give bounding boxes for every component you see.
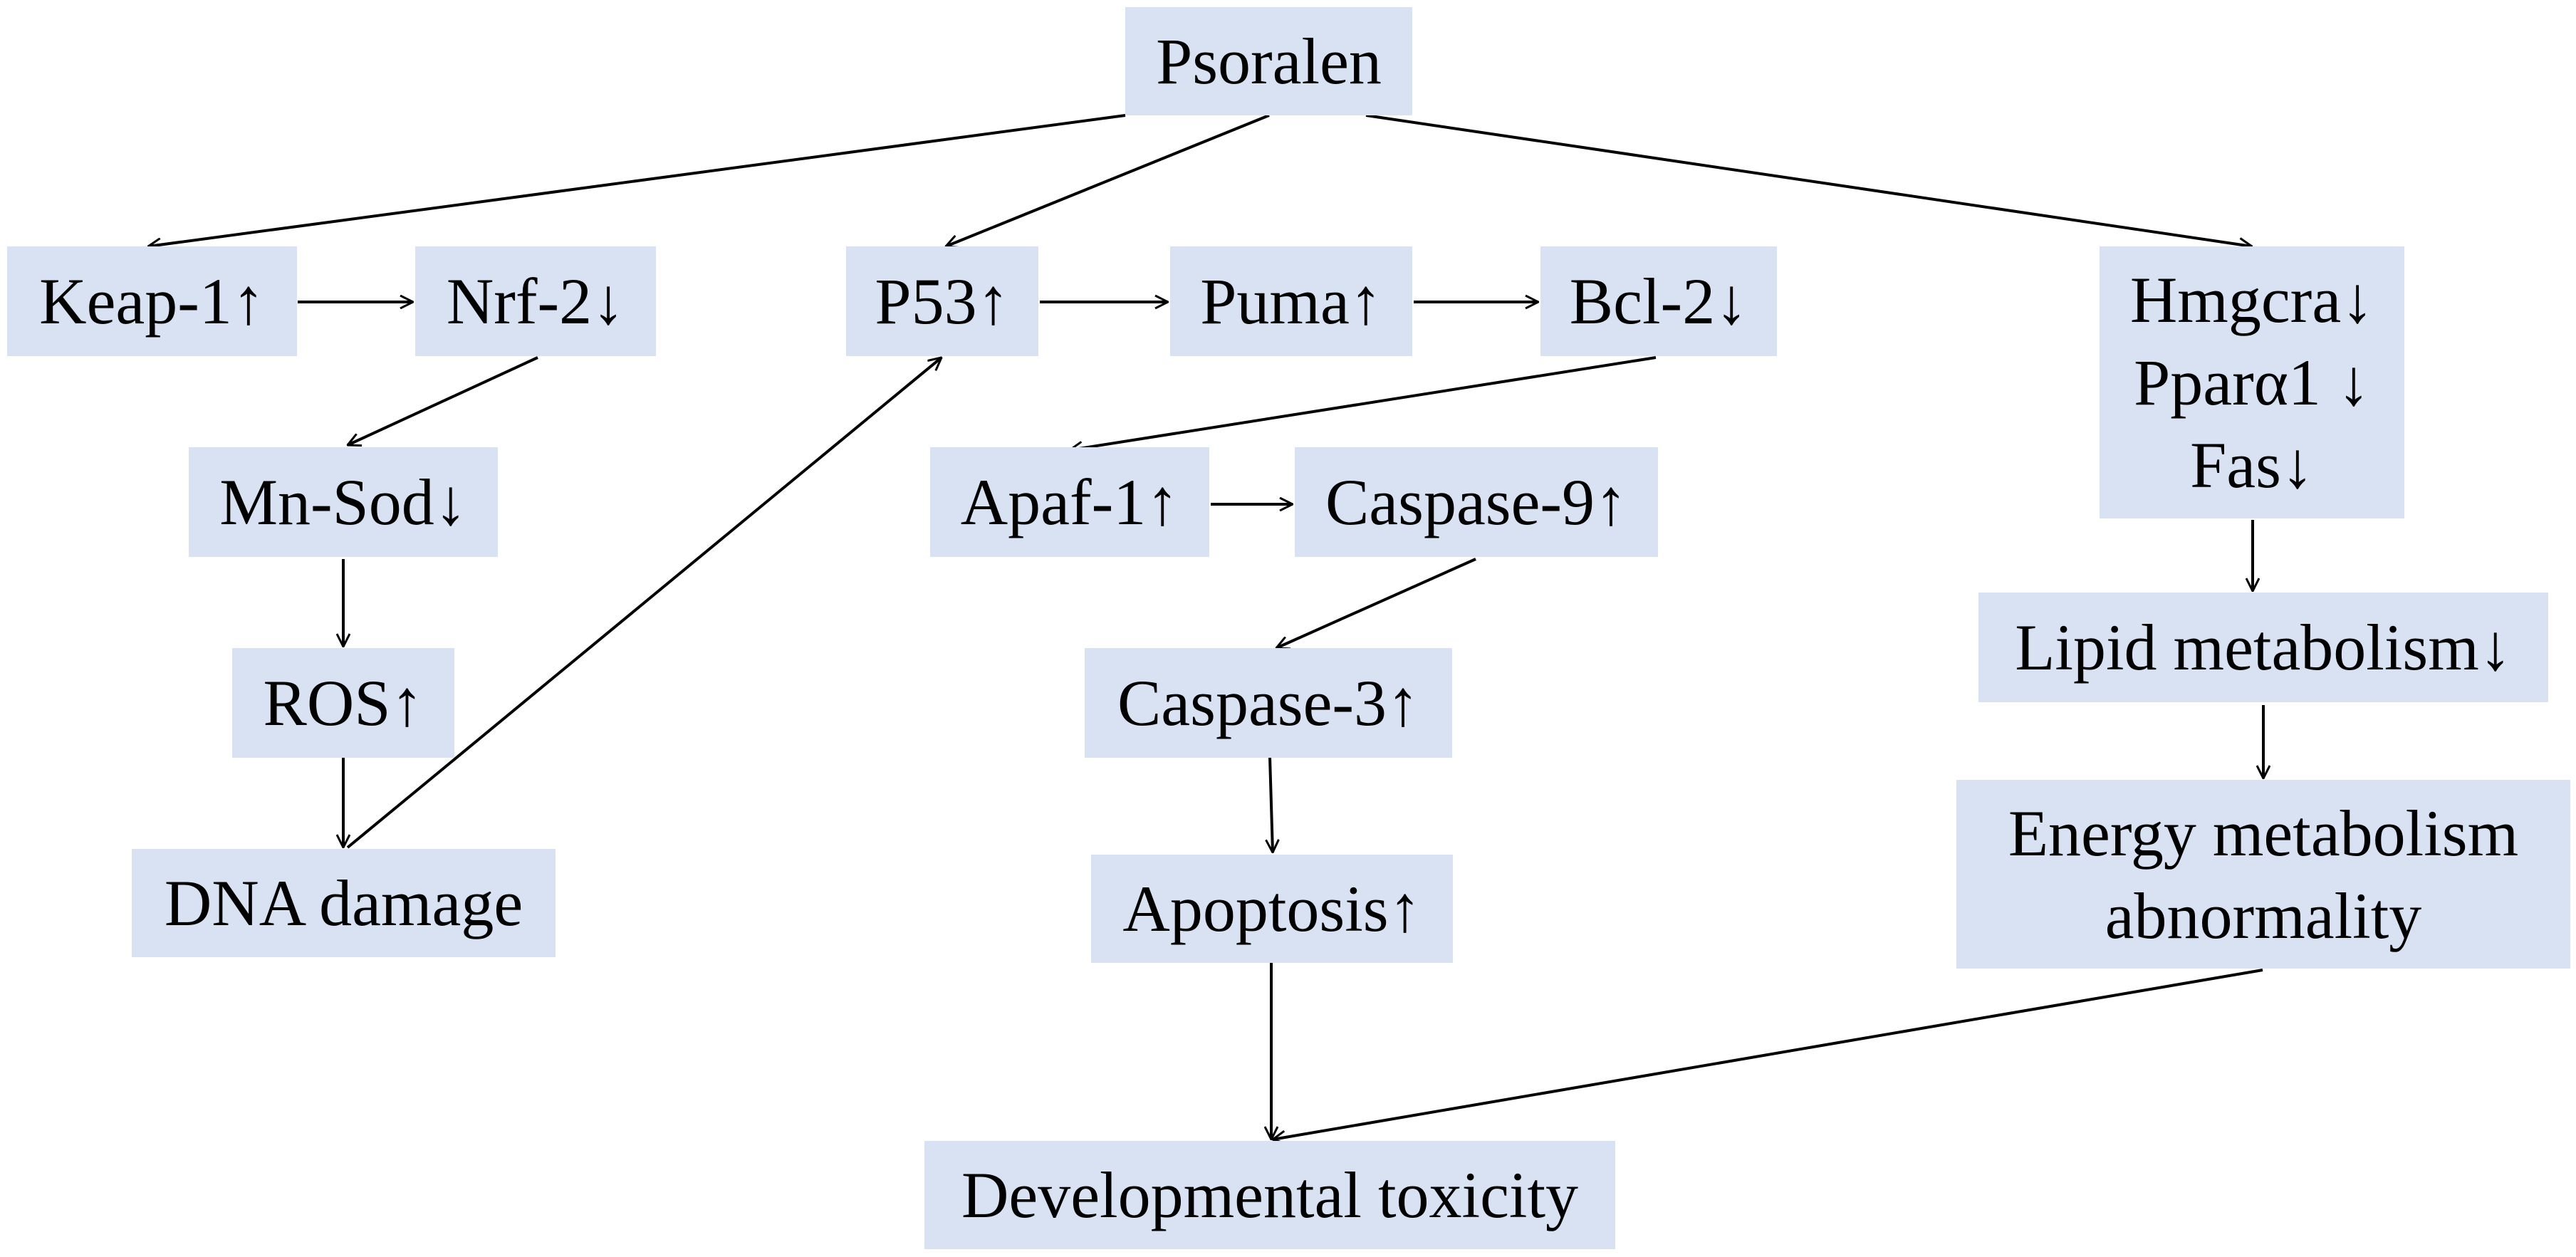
node-p53: P53↑: [846, 246, 1038, 356]
node-caspase-3-label: Caspase-3↑: [1117, 667, 1420, 739]
node-energy-metabolism-label-line2: abnormality: [2105, 879, 2422, 952]
node-genes-label-pparalpha1: Pparα1 ↓: [2134, 346, 2370, 419]
node-puma-label: Puma↑: [1200, 265, 1382, 338]
arrow-psoralen-to-p53: [946, 114, 1270, 246]
node-dna-damage: DNA damage: [132, 849, 556, 957]
node-bcl2: Bcl-2↓: [1540, 246, 1777, 356]
arrow-casp9-to-casp3: [1276, 558, 1476, 648]
node-developmental-toxicity-label: Developmental toxicity: [961, 1159, 1579, 1231]
node-psoralen: Psoralen: [1125, 7, 1412, 115]
node-mnsod-label: Mn-Sod↓: [219, 466, 467, 538]
arrow-bcl2-to-apaf1: [1070, 356, 1657, 450]
arrow-nrf2-to-mnsod: [348, 356, 538, 445]
node-genes: Hmgcra↓ Pparα1 ↓ Fas↓: [2100, 246, 2404, 518]
node-apaf1-label: Apaf-1↑: [960, 466, 1179, 538]
node-ros-label: ROS↑: [263, 667, 424, 739]
node-caspase-3: Caspase-3↑: [1085, 648, 1452, 758]
node-energy-metabolism: Energy metabolism abnormality: [1956, 780, 2570, 969]
arrow-casp3-to-apoptosis: [1270, 756, 1273, 852]
arrow-psoralen-to-keap1: [148, 114, 1126, 246]
node-caspase-9-label: Caspase-9↑: [1325, 466, 1628, 538]
node-puma: Puma↑: [1170, 246, 1412, 356]
arrow-dna-to-p53: [346, 358, 942, 849]
node-lipid-metabolism: Lipid metabolism↓: [1978, 593, 2548, 702]
node-ros: ROS↑: [232, 648, 454, 758]
arrow-energy-to-devtox: [1273, 969, 2263, 1139]
node-p53-label: P53↑: [875, 265, 1010, 338]
node-genes-label-fas: Fas↓: [2190, 429, 2314, 501]
node-nrf2-label: Nrf-2↓: [446, 265, 625, 338]
node-lipid-metabolism-label: Lipid metabolism↓: [2015, 611, 2512, 684]
node-mnsod: Mn-Sod↓: [189, 447, 498, 557]
node-genes-label-hmgcra: Hmgcra↓: [2129, 264, 2374, 336]
node-energy-metabolism-label-line1: Energy metabolism: [2008, 796, 2519, 870]
node-developmental-toxicity: Developmental toxicity: [924, 1141, 1615, 1249]
node-psoralen-label: Psoralen: [1156, 25, 1382, 98]
node-caspase-9: Caspase-9↑: [1295, 447, 1658, 557]
node-nrf2: Nrf-2↓: [415, 246, 656, 356]
node-bcl2-label: Bcl-2↓: [1569, 265, 1748, 338]
node-dna-damage-label: DNA damage: [164, 867, 523, 939]
node-keap1: Keap-1↑: [7, 246, 297, 356]
arrow-psoralen-to-genes: [1365, 114, 2252, 246]
node-apaf1: Apaf-1↑: [930, 447, 1209, 557]
node-apoptosis-label: Apoptosis↑: [1122, 872, 1422, 945]
node-keap1-label: Keap-1↑: [39, 265, 265, 338]
node-apoptosis: Apoptosis↑: [1091, 855, 1453, 963]
